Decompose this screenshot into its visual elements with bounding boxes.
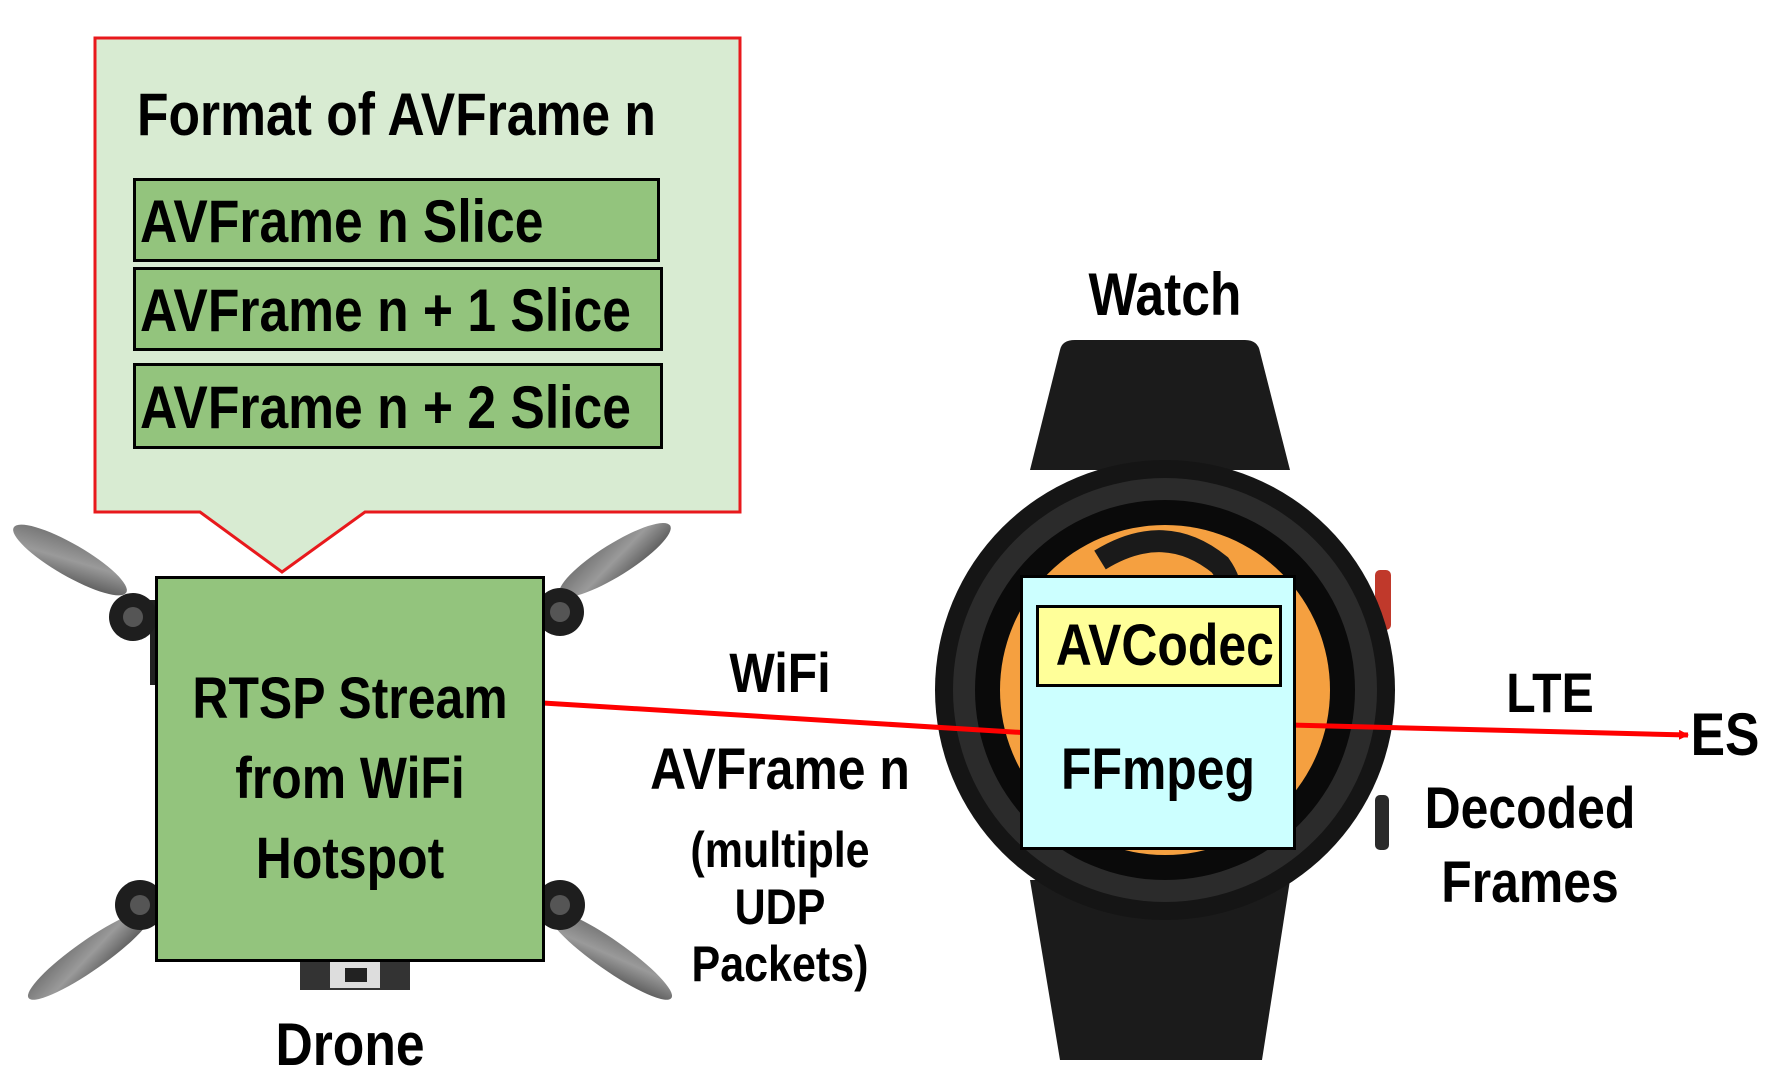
- drone-line-1: from WiFi: [235, 746, 465, 811]
- ffmpeg-box: AVCodec FFmpeg: [1020, 575, 1296, 850]
- slice-box-0: AVFrame n Slice: [133, 178, 660, 262]
- lte-arrow: [1289, 722, 1689, 740]
- slice-label-2: AVFrame n + 2 Slice: [140, 374, 631, 441]
- slice-label-0: AVFrame n Slice: [140, 188, 544, 255]
- propeller-top-left: [13, 524, 157, 685]
- drone-line-2: Hotspot: [255, 826, 445, 891]
- drone-stream-box: RTSP Stream from WiFi Hotspot: [155, 576, 545, 962]
- drone-stream-text: RTSP Stream from WiFi Hotspot: [158, 659, 542, 899]
- es-label: ES: [1690, 701, 1760, 768]
- ffmpeg-label: FFmpeg: [1061, 737, 1255, 802]
- avcodec-box: AVCodec: [1036, 605, 1282, 687]
- wifi-detail: (multiple UDP Packets): [630, 822, 930, 993]
- propeller-bottom-left: [27, 880, 165, 1000]
- lte-payload-1: Frames: [1441, 850, 1619, 915]
- propeller-bottom-right: [535, 880, 673, 1000]
- propeller-top-right: [536, 522, 671, 636]
- wifi-payload-label: AVFrame n: [650, 737, 910, 802]
- drone-label: Drone: [275, 1011, 425, 1078]
- drone-line-0: RTSP Stream: [192, 666, 508, 731]
- lte-label: LTE: [1506, 661, 1594, 724]
- watch-label: Watch: [1088, 261, 1242, 328]
- slice-box-1: AVFrame n + 1 Slice: [133, 267, 663, 351]
- wifi-detail-1: UDP: [734, 879, 826, 935]
- drone-image: [13, 522, 673, 1000]
- callout-title: Format of AVFrame n: [137, 81, 656, 148]
- slice-box-2: AVFrame n + 2 Slice: [133, 363, 663, 449]
- drone-camera: [300, 960, 410, 990]
- lte-payload: Decoded Frames: [1400, 772, 1660, 920]
- wifi-label: WiFi: [729, 641, 831, 704]
- wifi-detail-2: Packets): [691, 936, 869, 992]
- avcodec-label: AVCodec: [1055, 613, 1274, 678]
- lte-payload-0: Decoded: [1424, 776, 1636, 841]
- wifi-arrow: [542, 700, 1031, 738]
- slice-label-1: AVFrame n + 1 Slice: [140, 277, 631, 344]
- wifi-detail-0: (multiple: [690, 822, 870, 878]
